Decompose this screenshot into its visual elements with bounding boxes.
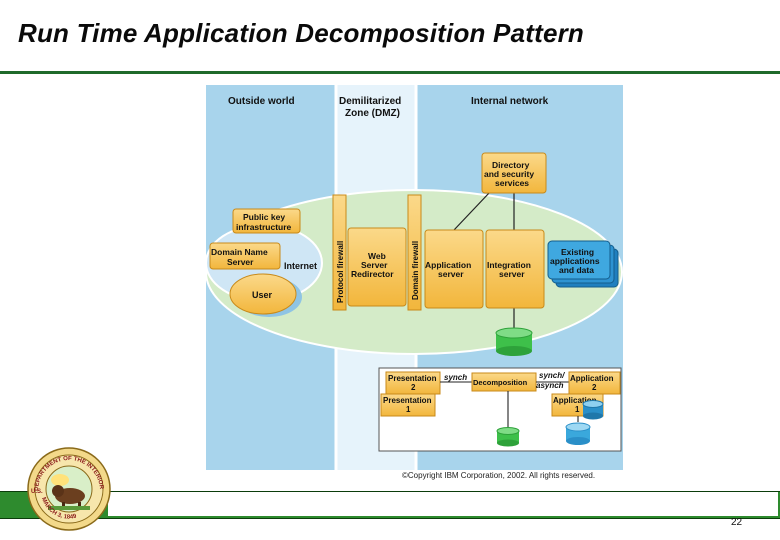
- application-server-label-2: server: [438, 269, 464, 279]
- existing-apps-label-1: Existing: [561, 247, 594, 257]
- integration-server-label-1: Integration: [487, 260, 531, 270]
- application-1-label-1: Application: [553, 396, 597, 405]
- directory-label-2: and security: [484, 169, 534, 179]
- presentation-1-box: [380, 393, 436, 417]
- application-2-label-1: Application: [570, 374, 614, 383]
- web-server-box: [347, 227, 407, 307]
- legend-green-database-icon: [496, 427, 520, 447]
- synch-asynch-label-2: asynch: [536, 381, 564, 390]
- dns-box: [209, 242, 281, 270]
- page-number: 22: [731, 517, 743, 528]
- user-label: User: [252, 290, 273, 300]
- existing-apps-box: [547, 240, 611, 280]
- pki-label-1: Public key: [243, 212, 285, 222]
- dns-label-1: Domain Name: [211, 247, 268, 257]
- application-server-box: [424, 229, 484, 309]
- protocol-firewall: [332, 194, 347, 311]
- department-seal-logo: DEPARTMENT OF THE INTERIOR U.S. MARCH 3,…: [27, 447, 111, 531]
- architecture-diagram: Outside world Demilitarized Zone (DMZ) I…: [206, 85, 623, 470]
- protocol-firewall-label: Protocol firewall: [336, 241, 345, 303]
- zone-label-dmz-1: Demilitarized: [339, 96, 401, 107]
- pki-label-2: infrastructure: [236, 222, 292, 232]
- presentation-1-label-1: Presentation: [383, 396, 432, 405]
- directory-label-1: Directory: [492, 160, 530, 170]
- internet-label: Internet: [284, 261, 317, 271]
- domain-firewall-label: Domain firewall: [411, 241, 420, 300]
- web-server-label-2: Server: [361, 260, 388, 270]
- existing-apps-label-2: applications: [550, 256, 600, 266]
- zone-label-outside: Outside world: [228, 96, 295, 107]
- pki-box: [232, 208, 301, 234]
- application-2-label-2: 2: [592, 383, 597, 392]
- synch-asynch-label-1: synch/: [539, 371, 565, 380]
- copyright-notice: ©Copyright IBM Corporation, 2002. All ri…: [402, 471, 596, 480]
- synch-label: synch: [444, 373, 467, 382]
- slide-title: Run Time Application Decomposition Patte…: [18, 18, 585, 48]
- decomposition-label: Decomposition: [473, 378, 528, 387]
- connector-directory-app: [453, 191, 491, 231]
- presentation-2-label-2: 2: [411, 383, 416, 392]
- presentation-2-label-1: Presentation: [388, 374, 437, 383]
- title-rule: [0, 71, 780, 74]
- zone-label-dmz-2: Zone (DMZ): [345, 108, 400, 119]
- web-server-label-3: Redirector: [351, 269, 394, 279]
- directory-label-3: services: [495, 178, 529, 188]
- application-1-label-2: 1: [575, 405, 580, 414]
- dns-label-2: Server: [227, 257, 254, 267]
- legend-blue-database-icon: [565, 400, 604, 445]
- domain-firewall: [407, 194, 422, 311]
- application-server-label-1: Application: [425, 260, 471, 270]
- integration-database-icon: [495, 327, 533, 356]
- integration-server-label-2: server: [499, 269, 525, 279]
- user-oval: [229, 273, 297, 315]
- integration-server-box: [485, 229, 545, 309]
- seal-left-text: U.S.: [31, 489, 43, 495]
- footer-panel: [108, 492, 778, 516]
- web-server-label-1: Web: [368, 251, 386, 261]
- directory-box: [481, 152, 547, 194]
- existing-apps-label-3: and data: [559, 265, 594, 275]
- zone-label-internal: Internal network: [471, 96, 549, 107]
- presentation-1-label-2: 1: [406, 405, 411, 414]
